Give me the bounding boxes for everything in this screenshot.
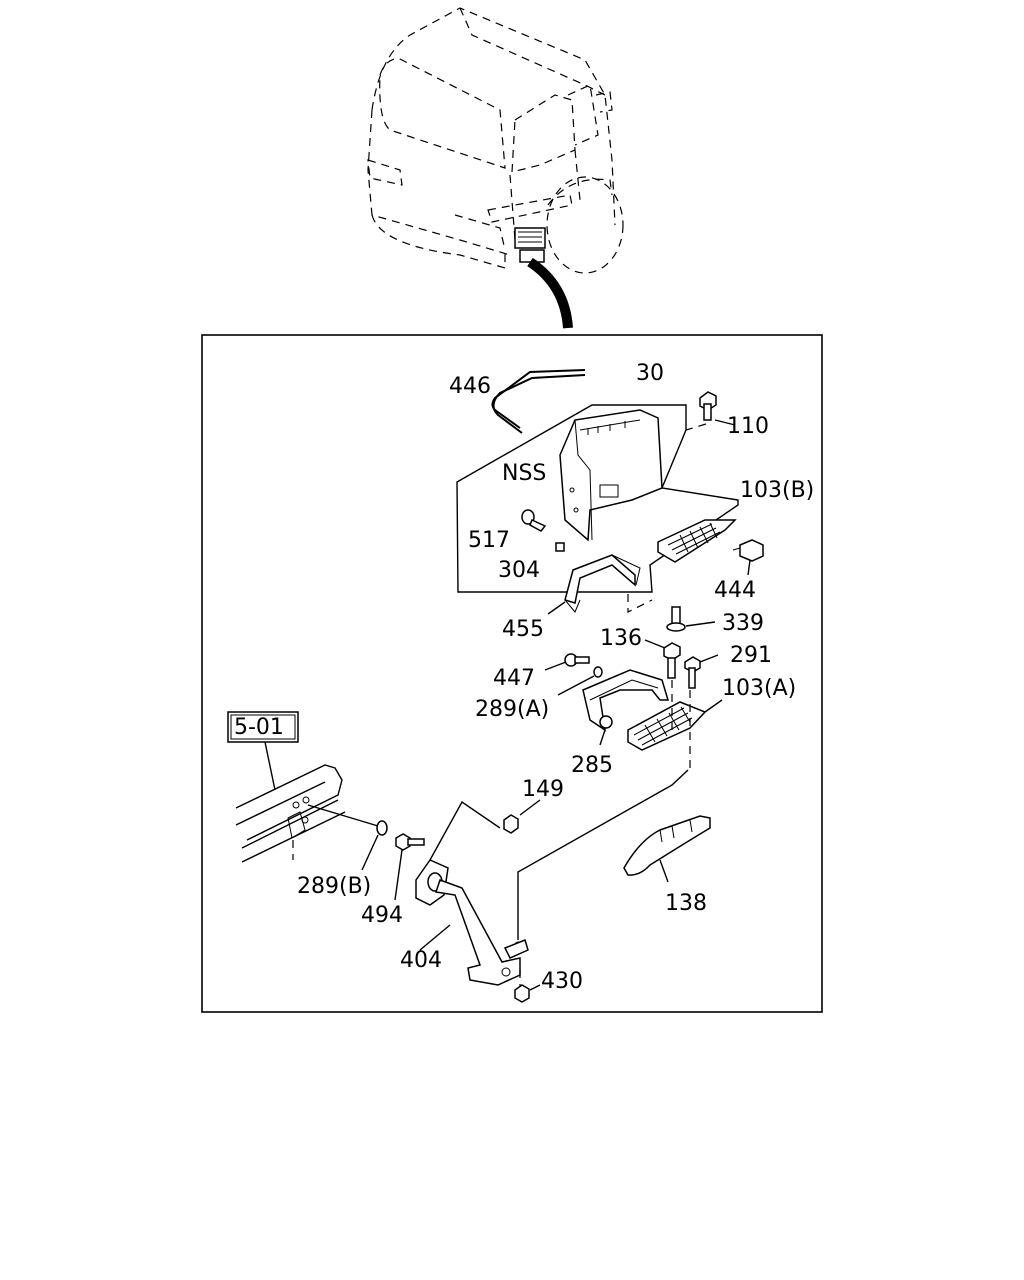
callout-430: 430 bbox=[541, 969, 583, 994]
part-149-nut bbox=[503, 814, 519, 834]
part-404-stay bbox=[415, 859, 529, 986]
callout-285: 285 bbox=[571, 753, 613, 778]
part-138-cover bbox=[623, 815, 711, 876]
callout-446: 446 bbox=[449, 374, 491, 399]
callout-455: 455 bbox=[502, 617, 544, 642]
callout-nss: NSS bbox=[502, 461, 546, 486]
callout-289a: 289(A) bbox=[475, 697, 549, 722]
part-136-bolt bbox=[663, 642, 681, 679]
callout-494: 494 bbox=[361, 903, 403, 928]
part-30-bracket bbox=[559, 409, 663, 542]
callout-404: 404 bbox=[400, 948, 442, 973]
callout-30: 30 bbox=[636, 361, 664, 386]
part-110-bolt bbox=[699, 391, 717, 421]
part-430-nut bbox=[514, 984, 530, 1003]
callout-110: 110 bbox=[727, 414, 769, 439]
nss-group-outline bbox=[456, 404, 739, 593]
part-446-rod bbox=[491, 369, 586, 434]
part-289a-washer bbox=[593, 666, 603, 678]
part-339-pin bbox=[666, 606, 686, 632]
callout-289b: 289(B) bbox=[297, 874, 371, 899]
part-447-bolt bbox=[564, 653, 590, 667]
callout-103b: 103(B) bbox=[740, 478, 814, 503]
part-289b-washer bbox=[376, 820, 388, 836]
reference-box-label: 5-01 bbox=[234, 715, 284, 740]
callout-138: 138 bbox=[665, 891, 707, 916]
part-444-bolt bbox=[732, 539, 764, 562]
callout-517: 517 bbox=[468, 528, 510, 553]
part-103b-step bbox=[657, 519, 737, 563]
detail-frame bbox=[201, 334, 823, 1013]
part-291-bolt bbox=[684, 656, 701, 689]
part-517-screw bbox=[521, 509, 547, 532]
callout-149: 149 bbox=[522, 777, 564, 802]
truck-cab-illustration bbox=[367, 7, 624, 329]
part-103a-step bbox=[627, 701, 707, 751]
part-285-bracket bbox=[582, 669, 670, 732]
callout-444: 444 bbox=[714, 578, 756, 603]
callout-136: 136 bbox=[600, 626, 642, 651]
frame-rail bbox=[235, 764, 346, 863]
callout-304: 304 bbox=[498, 558, 540, 583]
part-304-clip bbox=[555, 542, 565, 552]
callout-339: 339 bbox=[722, 611, 764, 636]
reference-box bbox=[227, 711, 299, 743]
part-455-bracket bbox=[564, 554, 641, 613]
callout-103a: 103(A) bbox=[722, 676, 796, 701]
part-494-bolt bbox=[395, 833, 425, 851]
callout-291: 291 bbox=[730, 643, 772, 668]
callout-447: 447 bbox=[493, 666, 535, 691]
